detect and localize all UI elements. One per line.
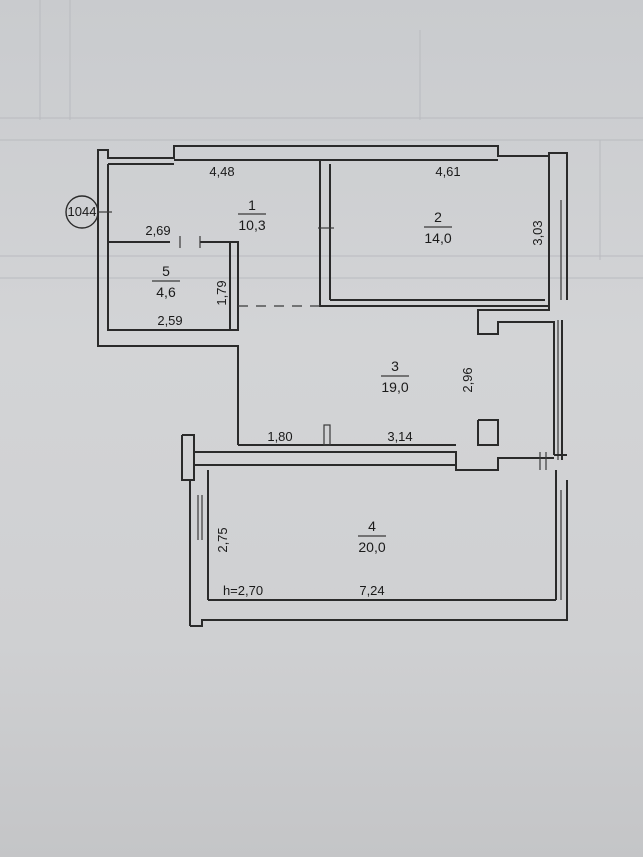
room-3-area: 19,0 <box>381 379 408 395</box>
room-2-number: 2 <box>434 209 442 225</box>
dim-room5-side: 1,79 <box>214 280 229 305</box>
room-4: 4 20,0 <box>358 518 386 555</box>
room-2: 2 14,0 <box>424 209 452 246</box>
dim-room4-width: 7,24 <box>359 583 384 598</box>
room-1-area: 10,3 <box>238 217 265 233</box>
dim-hall-left: 1,80 <box>267 429 292 444</box>
room-1-number: 1 <box>248 197 256 213</box>
apartment-id: 1044 <box>68 204 97 219</box>
ceiling-height: h=2,70 <box>223 583 263 598</box>
room-5: 5 4,6 <box>152 263 180 300</box>
room-5-number: 5 <box>162 263 170 279</box>
dim-room2-width: 4,61 <box>435 164 460 179</box>
dim-room5-bottom: 2,59 <box>157 313 182 328</box>
dim-room2-depth: 3,03 <box>530 220 545 245</box>
paper-background-lines <box>0 0 643 279</box>
dim-hall-depth: 2,96 <box>460 367 475 392</box>
room-4-number: 4 <box>368 518 376 534</box>
walls <box>97 145 568 627</box>
room-4-area: 20,0 <box>358 539 385 555</box>
dim-hall-right: 3,14 <box>387 429 412 444</box>
room-3-number: 3 <box>391 358 399 374</box>
room-1: 1 10,3 <box>238 197 266 233</box>
dim-room4-side: 2,75 <box>215 527 230 552</box>
room-2-area: 14,0 <box>424 230 451 246</box>
dim-room5-top: 2,69 <box>145 223 170 238</box>
room-3: 3 19,0 <box>381 358 409 395</box>
room-5-area: 4,6 <box>156 284 176 300</box>
apartment-id-marker: 1044 <box>65 195 99 229</box>
dimension-labels: 4,48 4,61 3,03 2,69 2,59 1,79 2,96 1,80 … <box>145 164 545 598</box>
dim-room1-width: 4,48 <box>209 164 234 179</box>
